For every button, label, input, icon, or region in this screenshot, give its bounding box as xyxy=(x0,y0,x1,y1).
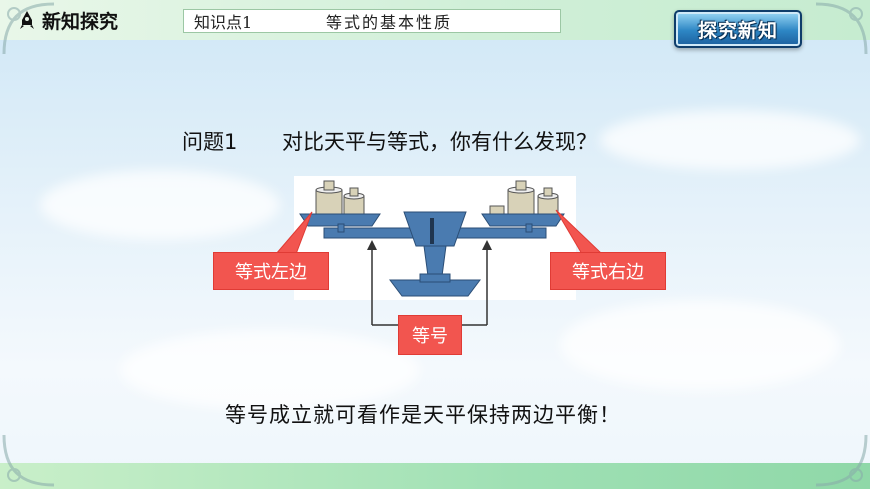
corner-ornament-icon xyxy=(2,434,55,487)
conclusion-text: 等号成立就可看作是天平保持两边平衡！ xyxy=(225,403,621,427)
section-title: 新知探究 xyxy=(18,6,118,34)
corner-ornament-icon xyxy=(815,434,868,487)
question-text: 对比天平与等式，你有什么发现？ xyxy=(282,130,597,154)
left-side-label: 等式左边 xyxy=(213,252,329,290)
knowledge-point-label: 知识点1 xyxy=(194,13,253,32)
cloud-decoration xyxy=(120,330,420,410)
balance-scale-image xyxy=(294,176,576,300)
knowledge-point-box: 知识点1 等式的基本性质 xyxy=(183,9,561,33)
corner-ornament-icon xyxy=(815,2,868,55)
knowledge-point-title: 等式的基本性质 xyxy=(326,13,453,32)
balance-scale-illustration xyxy=(299,180,565,297)
corner-ornament-icon xyxy=(2,2,55,55)
rocket-icon xyxy=(20,11,34,29)
equal-sign-label: 等号 xyxy=(398,315,462,355)
cloud-decoration xyxy=(600,110,860,170)
explore-badge: 探究新知 xyxy=(674,10,802,48)
right-side-label: 等式右边 xyxy=(550,252,666,290)
cloud-decoration xyxy=(560,300,840,390)
cloud-decoration xyxy=(40,170,280,240)
question-number: 问题1 xyxy=(182,130,238,154)
section-title-text: 新知探究 xyxy=(42,10,119,33)
bottom-bar xyxy=(0,463,870,489)
question: 问题1 对比天平与等式，你有什么发现？ xyxy=(182,126,597,156)
